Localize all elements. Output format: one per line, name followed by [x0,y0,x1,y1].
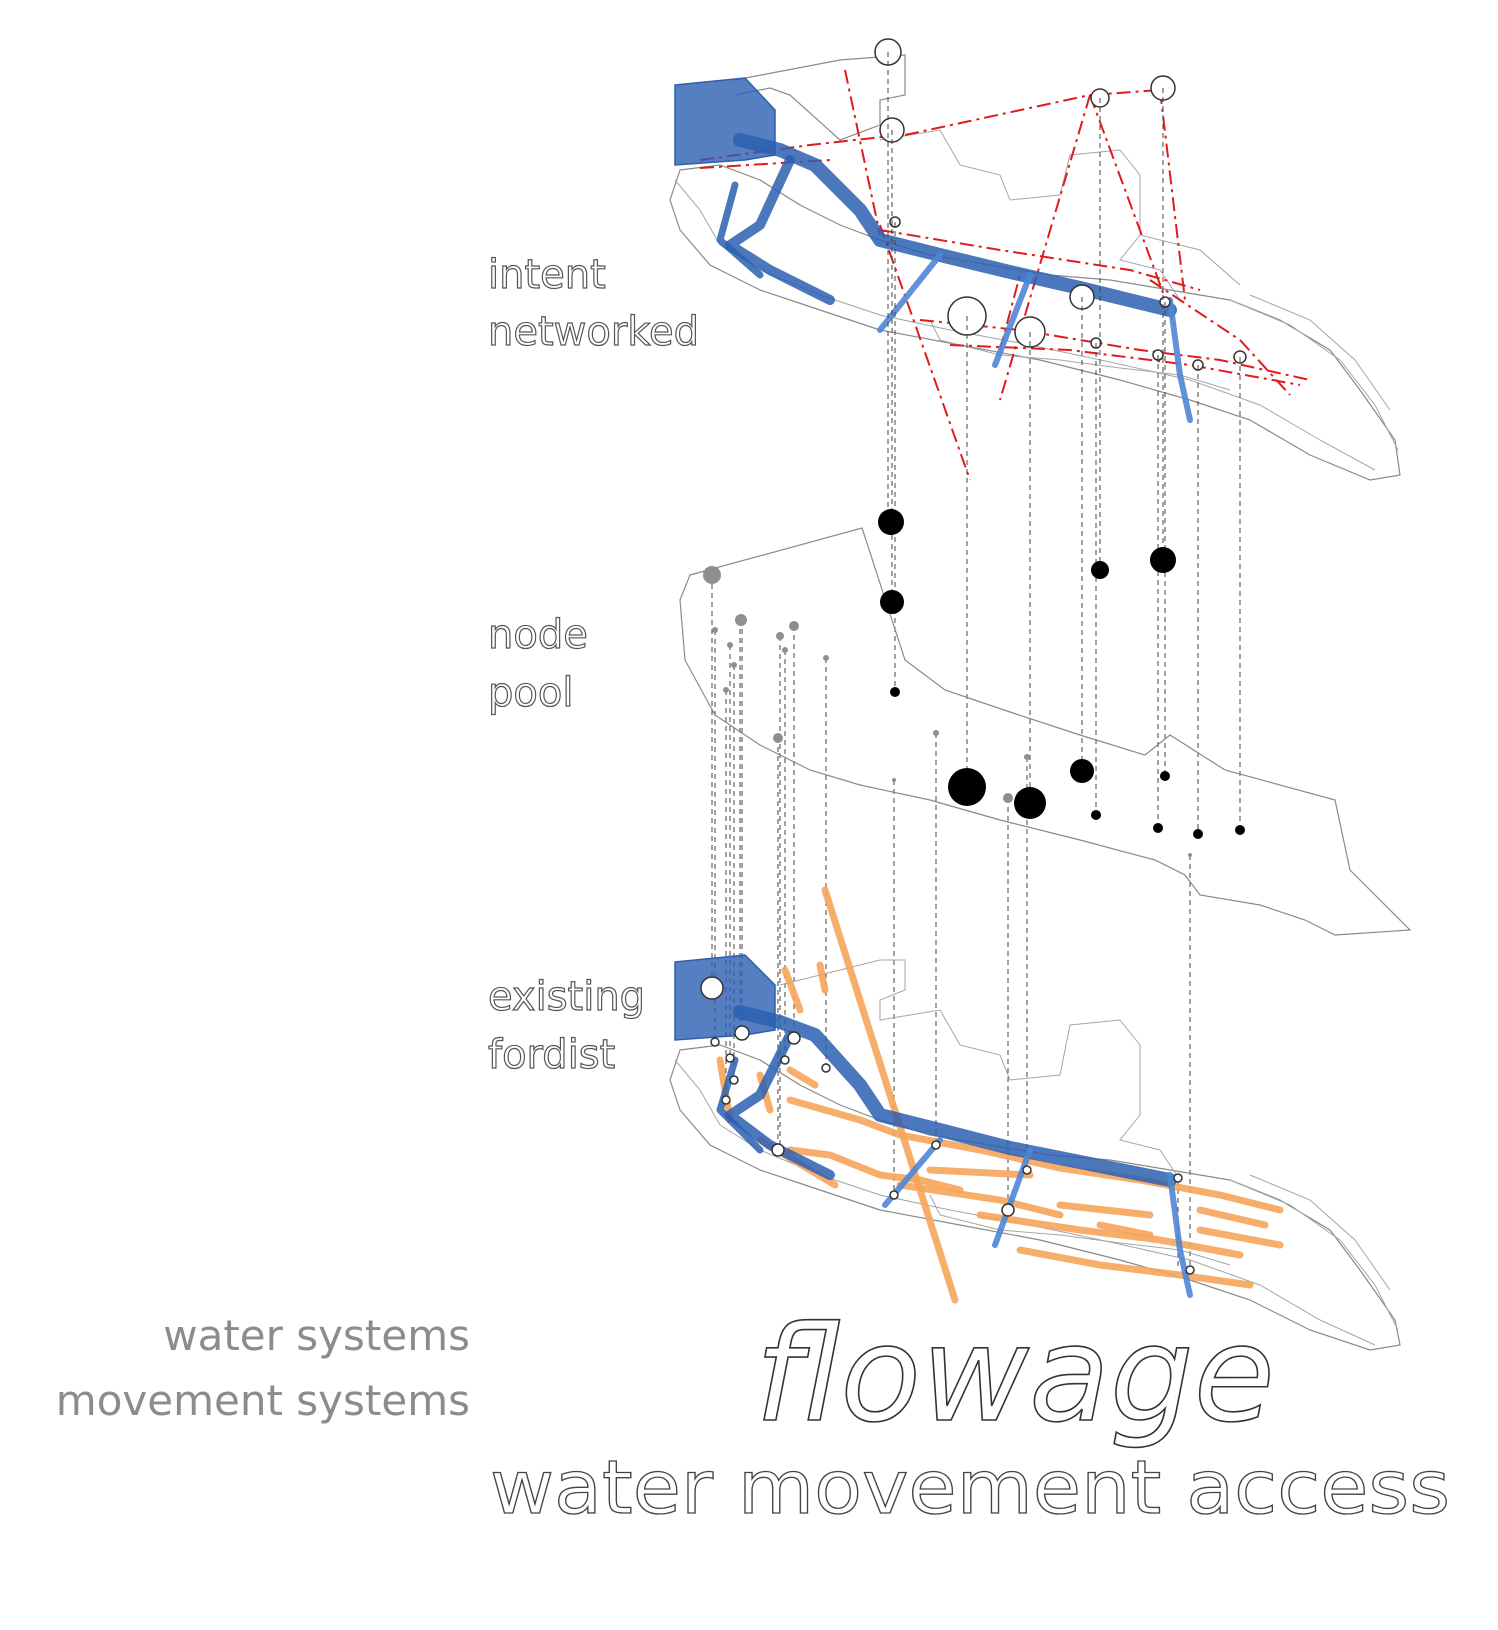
movement-routes [716,886,1284,1304]
node-pool-black [878,509,1245,839]
node-pool-gray [703,566,1192,857]
plan-node-pool: node pool [487,509,1412,936]
label-fordist: fordist [488,1032,615,1078]
plan-intent-networked: intent networked [487,38,1401,481]
plan-existing-fordist: existing fordist [487,886,1401,1351]
vertical-connectors [711,52,1241,1270]
site-outline-middle [679,527,1412,936]
legend-systems: water systems movement systems [56,1311,470,1425]
site-contour-top-1 [674,179,1376,471]
subtitle-water-movement-access: water movement access [490,1445,1450,1531]
label-intent: intent [488,252,606,298]
legend-movement-systems: movement systems [56,1376,470,1425]
site-contour-top-2 [1229,294,1399,451]
site-outline-top [669,54,1401,481]
label-node: node [488,612,588,658]
legend-water-systems: water systems [163,1311,470,1360]
nodes-top [874,38,1247,371]
site-contour-bottom-1 [674,1059,1376,1346]
title-flowage: flowage [755,1298,1275,1452]
water-network-top [674,77,1193,423]
label-existing: existing [488,974,645,1020]
reservoir-block-bottom [674,954,776,1041]
label-pool: pool [488,670,573,716]
nodes-bottom [700,976,1195,1275]
water-network-bottom [674,954,1193,1298]
label-networked: networked [488,309,699,355]
site-contour-bottom-2 [1229,1174,1399,1331]
